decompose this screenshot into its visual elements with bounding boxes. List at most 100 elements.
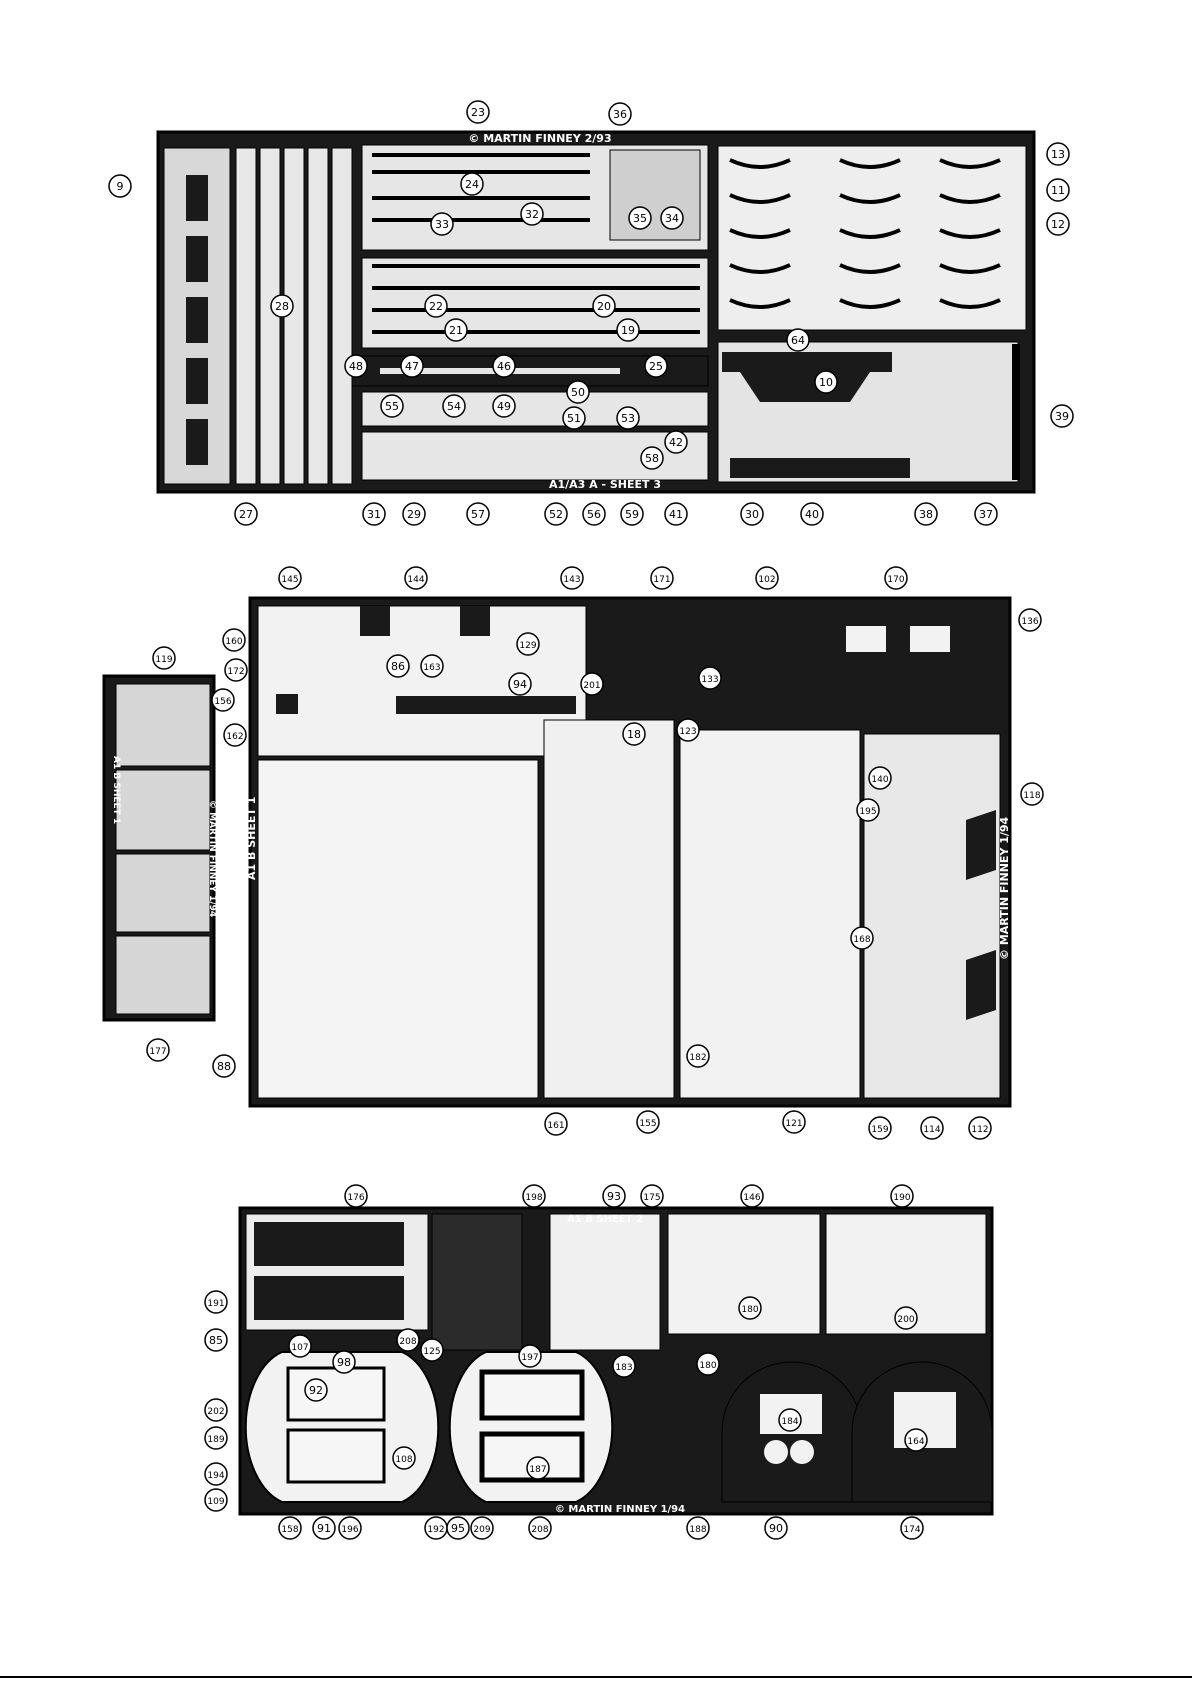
callout-11: 11 <box>1046 178 1070 202</box>
callout-circle <box>1046 212 1070 236</box>
callout-circle <box>582 502 606 526</box>
sheet-a-frames <box>717 341 1020 483</box>
callout-circle <box>522 1184 546 1208</box>
callout-number: 121 <box>785 1119 802 1129</box>
callout-number: 184 <box>781 1417 798 1427</box>
callout-circle <box>1050 404 1074 428</box>
callout-circle <box>338 1516 362 1540</box>
callout-circle <box>424 294 448 318</box>
callout-circle <box>920 1116 944 1140</box>
callout-27: 27 <box>234 502 258 526</box>
sheet-a-comb <box>163 147 231 485</box>
callout-168: 168 <box>850 926 874 950</box>
callout-59: 59 <box>620 502 644 526</box>
callout-circle <box>444 318 468 342</box>
callout-number: 140 <box>871 775 888 785</box>
callout-42: 42 <box>664 430 688 454</box>
callout-circle <box>914 502 938 526</box>
callout-circle <box>212 1054 236 1078</box>
callout-circle <box>1046 178 1070 202</box>
callout-93: 93 <box>602 1184 626 1208</box>
callout-circle <box>636 1110 660 1134</box>
callout-circle <box>686 1044 710 1068</box>
callout-33: 33 <box>430 212 454 236</box>
callout-40: 40 <box>800 502 824 526</box>
callout-number: 143 <box>563 575 580 585</box>
callout-circle <box>304 1378 328 1402</box>
callout-number: 175 <box>643 1193 660 1203</box>
callout-number: 163 <box>423 663 440 673</box>
callout-circle <box>392 1446 416 1470</box>
callout-number: 46 <box>497 360 511 373</box>
callout-circle <box>204 1290 228 1314</box>
sheet-a-rods-lower <box>351 355 709 481</box>
callout-circle <box>344 1184 368 1208</box>
callout-24: 24 <box>460 172 484 196</box>
callout-208: 208 <box>396 1328 420 1352</box>
callout-number: 161 <box>547 1121 564 1131</box>
callout-34: 34 <box>660 206 684 230</box>
callout-145: 145 <box>278 566 302 590</box>
callout-number: 188 <box>689 1525 706 1535</box>
callout-number: 36 <box>613 108 627 121</box>
callout-number: 162 <box>226 732 243 742</box>
callout-circle <box>204 1328 228 1352</box>
callout-circle <box>740 1184 764 1208</box>
callout-circle <box>696 1352 720 1376</box>
callout-number: 53 <box>621 412 635 425</box>
callout-number: 91 <box>317 1522 331 1535</box>
callout-circle <box>211 688 235 712</box>
callout-circle <box>460 172 484 196</box>
callout-180: 180 <box>696 1352 720 1376</box>
callout-41: 41 <box>664 502 688 526</box>
callout-109: 109 <box>204 1488 228 1512</box>
callout-circle <box>800 502 824 526</box>
callout-184: 184 <box>778 1408 802 1432</box>
callout-209: 209 <box>470 1516 494 1540</box>
callout-number: 176 <box>347 1193 364 1203</box>
callout-107: 107 <box>288 1334 312 1358</box>
callout-number: 59 <box>625 508 639 521</box>
callout-number: 12 <box>1051 218 1065 231</box>
sheet-a-rods-middle <box>361 257 709 349</box>
sheet-b2-copyright: © MARTIN FINNEY 1/94 <box>555 1504 685 1515</box>
callout-circle <box>526 1456 550 1480</box>
callout-circle <box>222 628 246 652</box>
callout-171: 171 <box>650 566 674 590</box>
callout-32: 32 <box>520 202 544 226</box>
callout-circle <box>152 646 176 670</box>
callout-circle <box>650 566 674 590</box>
callout-circle <box>1046 142 1070 166</box>
callout-29: 29 <box>402 502 426 526</box>
callout-number: 56 <box>587 508 601 521</box>
callout-159: 159 <box>868 1116 892 1140</box>
callout-180: 180 <box>738 1296 762 1320</box>
callout-number: 160 <box>225 637 242 647</box>
sheet-b1-copyright: © MARTIN FINNEY 1/94 <box>998 816 1011 960</box>
sheet-b1: A1 B SHEET 1 © MARTIN FINNEY 1/94 <box>245 596 1012 1108</box>
callout-49: 49 <box>492 394 516 418</box>
callout-35: 35 <box>628 206 652 230</box>
sheet-a-copyright: © MARTIN FINNEY 2/93 <box>468 132 611 145</box>
callout-175: 175 <box>640 1184 664 1208</box>
callout-119: 119 <box>152 646 176 670</box>
callout-circle <box>562 406 586 430</box>
callout-number: 90 <box>769 1522 783 1535</box>
callout-circle <box>420 654 444 678</box>
callout-number: 51 <box>567 412 581 425</box>
callout-circle <box>344 354 368 378</box>
callout-circle <box>814 370 838 394</box>
callout-circle <box>622 722 646 746</box>
callout-13: 13 <box>1046 142 1070 166</box>
callout-195: 195 <box>856 798 880 822</box>
sheet-a-strips <box>235 147 353 485</box>
callout-circle <box>660 206 684 230</box>
callout-20: 20 <box>592 294 616 318</box>
callout-circle <box>644 354 668 378</box>
callout-circle <box>640 446 664 470</box>
callout-circle <box>466 502 490 526</box>
callout-number: 34 <box>665 212 679 225</box>
callout-number: 64 <box>791 334 805 347</box>
callout-number: 32 <box>525 208 539 221</box>
